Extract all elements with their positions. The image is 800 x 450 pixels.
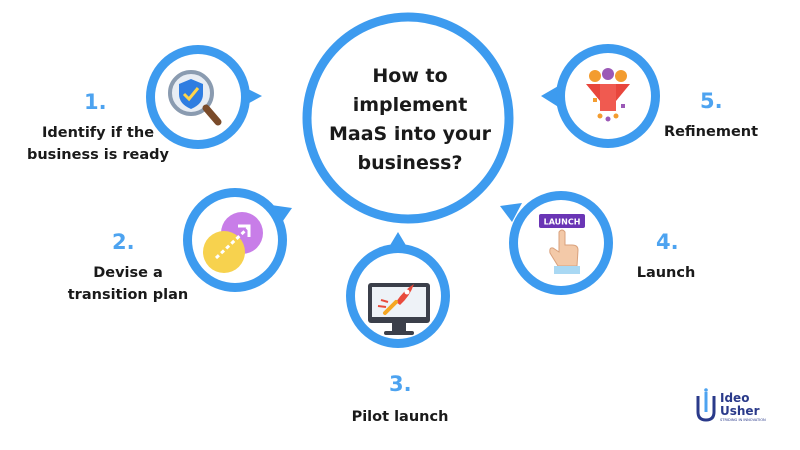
step-1-node (146, 45, 262, 149)
step-5-label: Refinement (663, 124, 759, 140)
launch-button-icon: LAUNCH (539, 214, 585, 274)
step-2-label: Devise a transition plan (67, 265, 189, 303)
center-title: How to implement MaaS into your business… (329, 65, 491, 174)
center-node (302, 12, 514, 224)
step-4-node: LAUNCH (500, 191, 613, 295)
step-5-number: 5. (700, 89, 723, 113)
rocket-monitor-icon (368, 283, 430, 335)
shield-magnifier-icon (168, 70, 222, 126)
step-2-node (183, 188, 292, 292)
step-4-label: Launch (636, 265, 696, 281)
step-3-label: Pilot launch (351, 409, 449, 425)
logo-line-1: Ideo (720, 391, 749, 405)
step-4-number: 4. (656, 230, 679, 254)
filter-funnel-icon (586, 68, 630, 122)
step-3-number: 3. (389, 372, 412, 396)
step-2-number: 2. (112, 230, 135, 254)
transition-arrow-icon (203, 212, 263, 273)
step-5-node (541, 44, 660, 148)
step-3-node (346, 232, 450, 348)
ideo-usher-logo: Ideo Usher STRIDING IN INNOVATION (696, 388, 766, 422)
launch-badge-text: LAUNCH (544, 218, 581, 227)
step-1-label: Identify if the business is ready (26, 125, 170, 163)
step-1-number: 1. (84, 90, 107, 114)
logo-tagline: STRIDING IN INNOVATION (720, 418, 766, 422)
logo-line-2: Usher (720, 404, 760, 418)
